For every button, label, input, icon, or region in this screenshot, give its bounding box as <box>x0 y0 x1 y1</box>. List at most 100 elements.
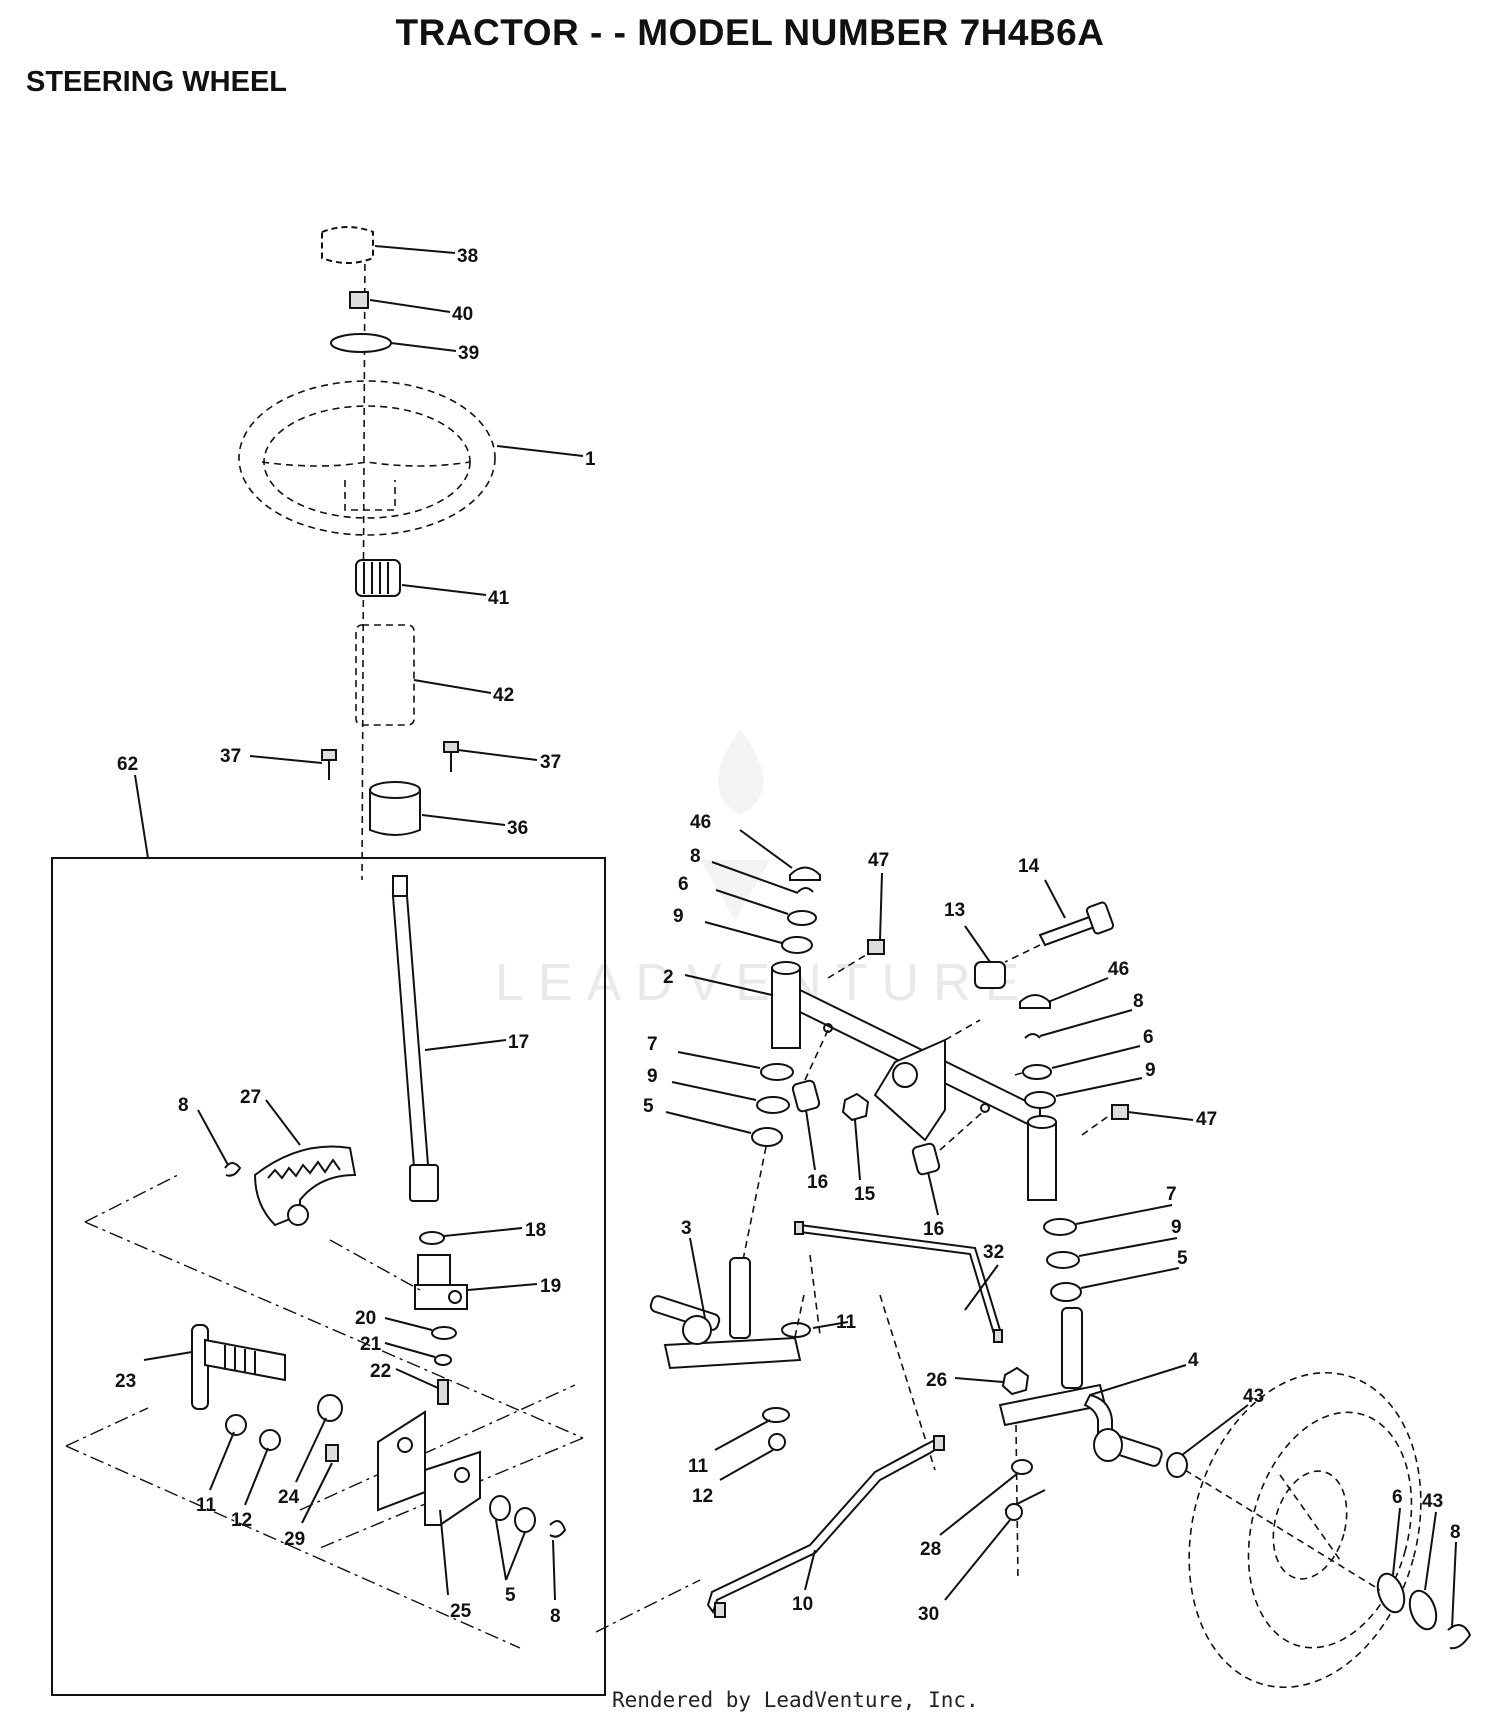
callout-6-hub: 6 <box>1392 1487 1403 1508</box>
washer-20 <box>431 1326 457 1340</box>
callout-19: 19 <box>540 1276 561 1297</box>
callout-8-left: 8 <box>178 1095 189 1116</box>
callout-2: 2 <box>663 967 674 988</box>
nut-15 <box>841 1092 870 1122</box>
washer-6-hub <box>1376 1572 1406 1614</box>
washer-9-upper-right <box>1024 1091 1056 1109</box>
callout-41: 41 <box>488 588 510 609</box>
callout-46-left: 46 <box>690 812 711 833</box>
callout-5-axle-left: 5 <box>643 1096 654 1117</box>
washer-9-upper-left <box>781 936 813 954</box>
callout-28: 28 <box>920 1539 941 1560</box>
callout-36: 36 <box>507 818 528 839</box>
callout-1: 1 <box>585 449 596 470</box>
washer-6-left <box>787 910 817 926</box>
callout-7-left: 7 <box>647 1034 658 1055</box>
clip-8-upper-right <box>1024 1033 1041 1039</box>
callout-47-left: 47 <box>868 850 889 871</box>
callout-4: 4 <box>1188 1350 1199 1371</box>
washer-9-lower-left <box>756 1096 790 1114</box>
nut-26 <box>1001 1366 1030 1396</box>
callout-43-inner: 43 <box>1243 1386 1264 1407</box>
callout-6-right: 6 <box>1143 1027 1154 1048</box>
washer-11-left <box>225 1414 247 1436</box>
callout-5-left: 5 <box>505 1585 516 1606</box>
callout-42: 42 <box>493 685 514 706</box>
callout-13: 13 <box>944 900 965 921</box>
washer-18 <box>419 1231 445 1245</box>
callout-10: 10 <box>792 1594 813 1615</box>
watermark-logo-icon <box>700 730 770 920</box>
grease-fitting-47-left <box>867 939 885 955</box>
clip-8-upper-left <box>797 887 814 893</box>
callout-9-lower-left: 9 <box>647 1066 658 1087</box>
drag-link-10 <box>706 1435 945 1618</box>
washer-5-left-a <box>489 1495 511 1521</box>
callout-39: 39 <box>458 343 479 364</box>
screw-37-right <box>443 741 459 772</box>
callout-15: 15 <box>854 1184 876 1205</box>
callout-9-upper-right: 9 <box>1145 1060 1156 1081</box>
callout-22: 22 <box>370 1361 391 1382</box>
washer-11-lower <box>762 1407 790 1423</box>
bearing-block-19 <box>414 1254 468 1310</box>
footer-credit: Rendered by LeadVenture, Inc. <box>612 1688 979 1712</box>
sector-gear-27 <box>253 1145 357 1227</box>
steering-axis-line <box>361 239 366 881</box>
screw-22 <box>437 1379 449 1405</box>
nut-40 <box>349 291 369 309</box>
callout-62: 62 <box>117 754 138 775</box>
steering-wheel-1 <box>238 380 496 536</box>
washer-6-right <box>1022 1064 1052 1080</box>
callout-26: 26 <box>926 1370 947 1391</box>
spindle-3-left <box>649 1257 802 1370</box>
callout-11-spindle: 11 <box>836 1312 857 1333</box>
washer-39 <box>330 333 392 353</box>
washer-43-outer <box>1408 1589 1438 1631</box>
tie-rod-32 <box>794 1221 1003 1343</box>
callout-37-right: 37 <box>540 752 561 773</box>
callout-37-left: 37 <box>220 746 241 767</box>
pivot-tube <box>873 1038 946 1142</box>
clip-8-bracket <box>549 1520 567 1538</box>
spacer-13 <box>974 961 1006 989</box>
callout-14: 14 <box>1018 856 1040 877</box>
callout-12-left: 12 <box>231 1510 252 1531</box>
callout-43-outer: 43 <box>1422 1491 1443 1512</box>
callout-7-right: 7 <box>1166 1184 1177 1205</box>
callout-27: 27 <box>240 1087 261 1108</box>
callout-9-lower-right: 9 <box>1171 1217 1182 1238</box>
washer-11-spindle <box>781 1322 811 1338</box>
clip-8-left <box>224 1162 242 1177</box>
steering-cap-38 <box>321 226 374 264</box>
callout-8-upper-right: 8 <box>1133 991 1144 1012</box>
screw-29 <box>325 1444 339 1462</box>
bracket-25 <box>377 1410 481 1526</box>
callout-11-left: 11 <box>196 1495 217 1516</box>
callout-40: 40 <box>452 304 473 325</box>
front-wheel <box>1188 1371 1422 1689</box>
washer-28 <box>1011 1459 1033 1475</box>
bolt-14 <box>1038 901 1115 947</box>
callout-9-upper-left: 9 <box>673 906 684 927</box>
page-title: TRACTOR - - MODEL NUMBER 7H4B6A <box>395 12 1105 53</box>
washer-5-left-b <box>514 1507 536 1533</box>
callout-23: 23 <box>115 1371 136 1392</box>
screw-37-left <box>321 749 337 780</box>
callout-18: 18 <box>525 1220 546 1241</box>
steering-hub-41 <box>355 559 401 597</box>
spindle-4-right <box>998 1307 1163 1467</box>
callout-5-axle-right: 5 <box>1177 1248 1188 1269</box>
callout-30: 30 <box>918 1604 939 1625</box>
grease-fitting-47-right <box>1111 1104 1129 1120</box>
washer-5-axle-right <box>1050 1282 1082 1302</box>
sleeve-42 <box>355 624 415 726</box>
callout-38: 38 <box>457 246 478 267</box>
callout-29: 29 <box>284 1529 305 1550</box>
callout-8-upper-left: 8 <box>690 846 701 867</box>
steering-shaft-17 <box>391 875 439 1202</box>
callout-17: 17 <box>508 1032 529 1053</box>
watermark-text: LEADVENTURE <box>495 954 1033 1012</box>
callout-6-left: 6 <box>678 874 689 895</box>
